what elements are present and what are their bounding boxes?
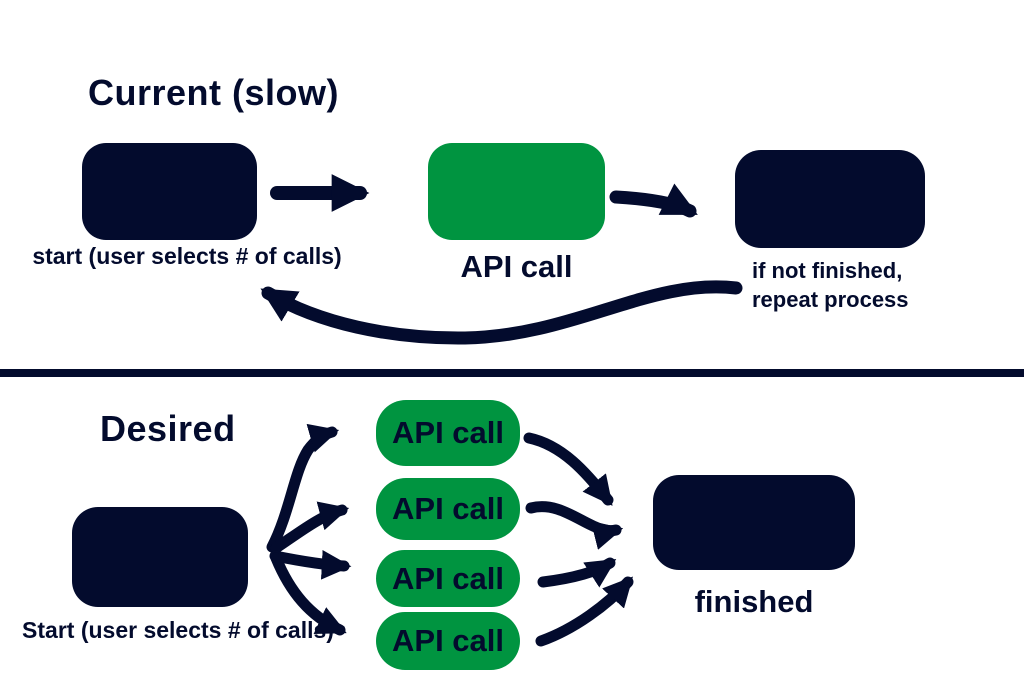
section-title-current: Current (slow) xyxy=(88,72,340,113)
arrow-fanout-3 xyxy=(269,549,352,580)
arrow-converge-1 xyxy=(523,432,614,506)
start-node-top xyxy=(82,143,257,240)
arrow-apicall-to-repeat xyxy=(609,183,698,218)
arrow-loop-back-to-start xyxy=(260,280,743,345)
arrow-fanout-1 xyxy=(266,423,340,553)
repeat-node-top-label: if not finished, repeat process xyxy=(752,256,909,314)
api-call-node-top xyxy=(428,143,605,240)
start-node-bottom-label: Start (user selects # of calls) xyxy=(22,617,334,643)
arrow-converge-2 xyxy=(525,501,624,550)
api-call-pill-2: API call xyxy=(376,478,520,540)
repeat-label-line2: repeat process xyxy=(752,287,909,312)
arrow-converge-4 xyxy=(535,576,634,647)
api-call-pill-1: API call xyxy=(376,400,520,466)
arrow-converge-3 xyxy=(537,557,617,588)
finished-node-label: finished xyxy=(694,584,814,619)
repeat-label-line1: if not finished, xyxy=(752,258,903,283)
finished-node xyxy=(653,475,855,570)
section-divider xyxy=(0,369,1024,377)
start-node-bottom xyxy=(72,507,248,607)
start-node-top-label: start (user selects # of calls) xyxy=(32,243,342,269)
api-call-pill-3: API call xyxy=(376,550,520,607)
api-call-pill-4: API call xyxy=(376,612,520,670)
arrow-fanout-2 xyxy=(270,501,350,554)
api-call-node-top-label: API call xyxy=(460,249,573,284)
section-title-desired: Desired xyxy=(100,408,236,449)
repeat-node-top xyxy=(735,150,925,248)
